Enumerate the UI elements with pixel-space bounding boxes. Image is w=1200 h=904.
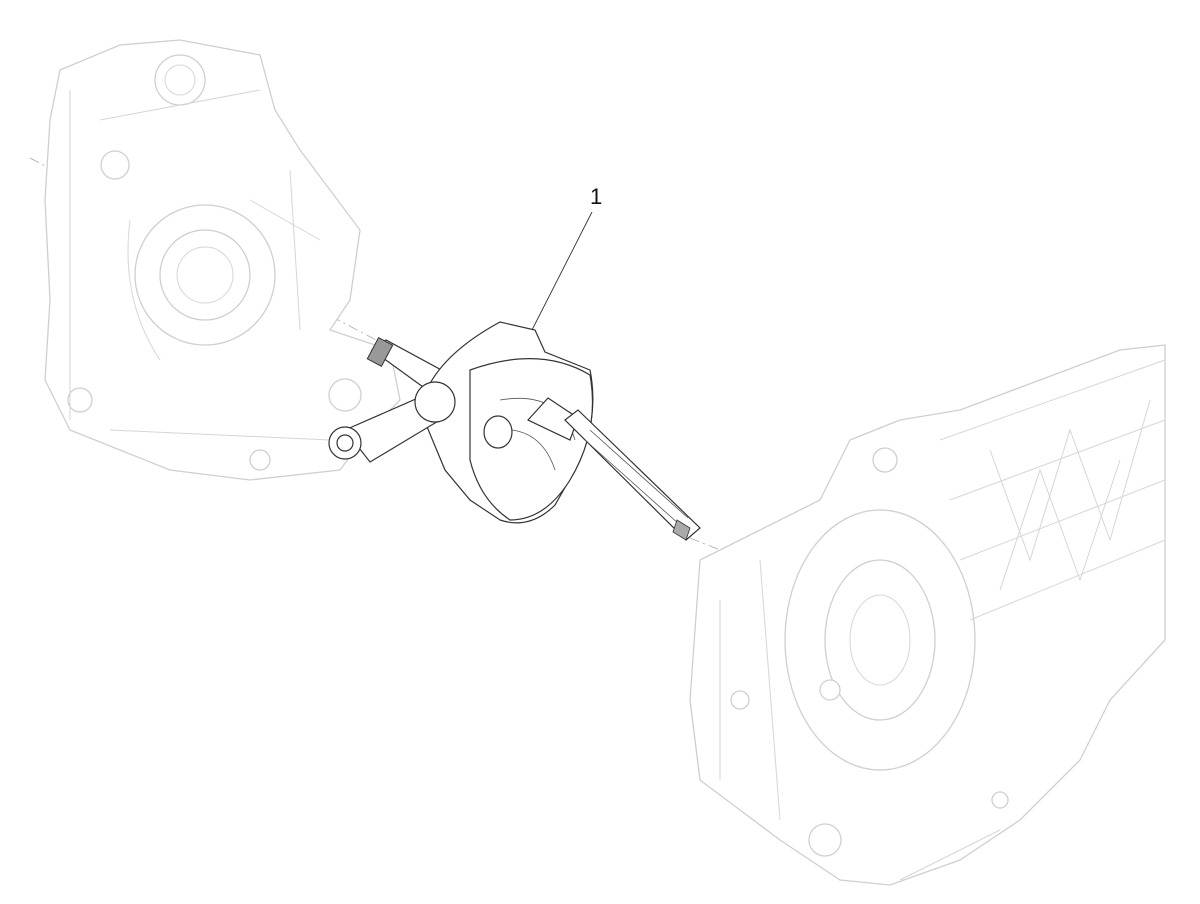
right-crankcase-half bbox=[689, 344, 1166, 886]
axis-line-right bbox=[689, 537, 726, 553]
callout-leader-line bbox=[531, 211, 593, 331]
callout-label-1: 1 bbox=[590, 184, 602, 209]
crankshaft-part-1[interactable] bbox=[328, 321, 701, 541]
left-crankcase-half bbox=[44, 39, 401, 481]
